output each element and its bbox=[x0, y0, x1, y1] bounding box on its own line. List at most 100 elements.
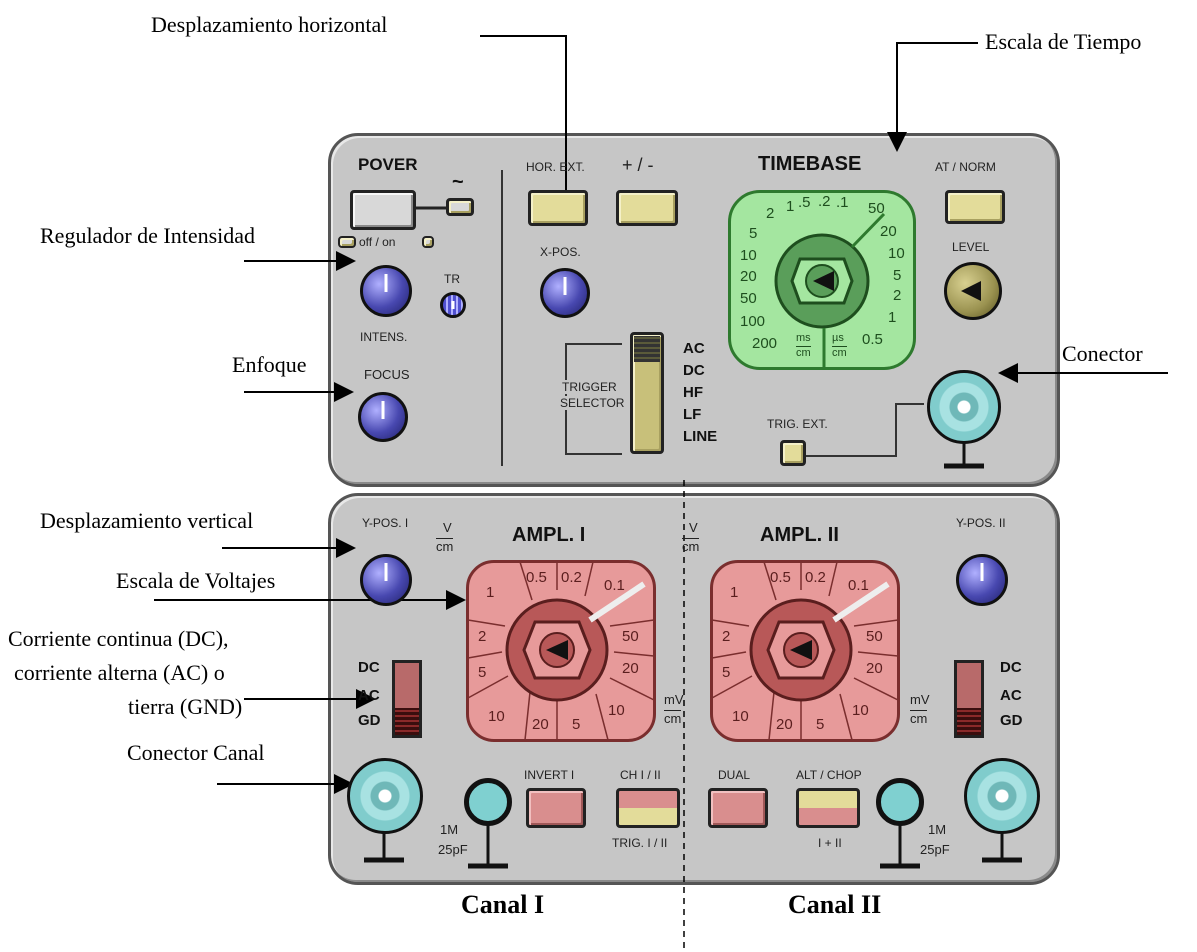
y-pos-1-knob[interactable] bbox=[360, 554, 412, 606]
us-unit-top: µs bbox=[832, 332, 844, 344]
time-left-200: 200 bbox=[752, 335, 778, 352]
annotation-channel-connector: Conector Canal bbox=[127, 740, 265, 765]
volt-1-2v: 2 bbox=[478, 628, 487, 645]
annotation-coupling-1: Corriente continua (DC), bbox=[8, 626, 229, 651]
caption-canal-2: Canal II bbox=[788, 890, 882, 919]
volt-1-1v: 1 bbox=[486, 584, 495, 601]
y-pos-2-knob[interactable] bbox=[956, 554, 1008, 606]
trigger-selector-label-1: TRIGGER bbox=[560, 380, 619, 394]
invert-button[interactable] bbox=[526, 788, 586, 828]
volt-2-1v: 1 bbox=[730, 584, 739, 601]
off-on-label: off / on bbox=[359, 235, 396, 249]
impedance-1-label-1: 1M bbox=[440, 822, 459, 837]
focus-knob[interactable] bbox=[358, 392, 408, 442]
volt-1-0-5v: 0.5 bbox=[526, 569, 547, 586]
power-label: POVER bbox=[358, 155, 418, 174]
time-top-0-5: .5 bbox=[798, 194, 811, 211]
annotation-vertical: Desplazamiento vertical bbox=[40, 508, 254, 533]
time-left-2: 2 bbox=[766, 205, 775, 222]
channel-1-connector[interactable] bbox=[347, 758, 423, 834]
volt-1-10v: 10 bbox=[488, 708, 505, 725]
impedance-2-label-2: 25pF bbox=[920, 842, 950, 857]
plus-minus-label: + / - bbox=[622, 155, 654, 175]
trigger-mode-line: LINE bbox=[683, 428, 718, 445]
volt-2-50mv: 50 bbox=[866, 628, 883, 645]
level-label: LEVEL bbox=[952, 240, 990, 254]
volt-2-2v: 2 bbox=[722, 628, 731, 645]
coupling-2-handle[interactable] bbox=[957, 708, 981, 735]
annotation-connector: Conector bbox=[1062, 341, 1143, 366]
time-right-20: 20 bbox=[880, 223, 897, 240]
mv-unit-top-1: mV bbox=[664, 692, 684, 707]
trace-rotation-knob[interactable] bbox=[440, 292, 466, 318]
trigger-selector-handle[interactable] bbox=[634, 336, 660, 362]
coupling-1-dc: DC bbox=[358, 659, 380, 676]
i-plus-ii-label: I + II bbox=[818, 836, 842, 850]
timebase-title: TIMEBASE bbox=[758, 153, 862, 175]
on-indicator bbox=[422, 236, 434, 248]
trigger-mode-ac: AC bbox=[683, 340, 705, 357]
annotation-focus: Enfoque bbox=[232, 352, 307, 377]
ground-jack-2[interactable] bbox=[876, 778, 924, 826]
volt-1-20mv: 20 bbox=[622, 660, 639, 677]
annotation-horizontal: Desplazamiento horizontal bbox=[151, 12, 388, 37]
trigger-mode-hf: HF bbox=[683, 384, 703, 401]
intensity-knob[interactable] bbox=[360, 265, 412, 317]
dual-label: DUAL bbox=[718, 768, 751, 782]
channel-2-connector[interactable] bbox=[964, 758, 1040, 834]
annotation-timescale: Escala de Tiempo bbox=[985, 29, 1142, 54]
us-unit-bottom: cm bbox=[832, 346, 847, 359]
arrow-timescale bbox=[887, 42, 978, 152]
hor-ext-button[interactable] bbox=[528, 190, 588, 226]
ms-unit-top: ms bbox=[796, 332, 811, 344]
coupling-1-handle[interactable] bbox=[395, 708, 419, 735]
impedance-1-label-2: 1M bbox=[928, 822, 947, 837]
volt-2-20v: 20 bbox=[776, 716, 793, 733]
volt-1-0-2v: 0.2 bbox=[561, 569, 582, 586]
time-top-0-2: .2 bbox=[818, 193, 831, 210]
volt-dial-1[interactable] bbox=[466, 560, 656, 742]
annotation-intensity: Regulador de Intensidad bbox=[40, 223, 256, 248]
invert-label: INVERT I bbox=[524, 768, 575, 782]
impedance-2-label-1: 25pF bbox=[438, 842, 468, 857]
power-button[interactable] bbox=[350, 190, 416, 230]
annotation-coupling-2: corriente alterna (AC) o bbox=[14, 660, 225, 685]
level-arrow-icon bbox=[961, 281, 981, 301]
alt-chop-button[interactable] bbox=[796, 788, 860, 828]
at-norm-button[interactable] bbox=[945, 190, 1005, 224]
volt-dial-2[interactable] bbox=[710, 560, 900, 742]
control-panel-bottom bbox=[328, 493, 1060, 885]
tr-label: TR bbox=[444, 272, 460, 286]
timebase-dial[interactable] bbox=[728, 190, 916, 370]
volt-1-0-1v: 0.1 bbox=[604, 577, 625, 594]
at-norm-label: AT / NORM bbox=[935, 160, 996, 174]
trigger-mode-dc: DC bbox=[683, 362, 705, 379]
mv-unit-top-2: mV bbox=[910, 692, 930, 707]
ground-jack-1[interactable] bbox=[464, 778, 512, 826]
trigger-ext-connector[interactable] bbox=[927, 370, 1001, 444]
trig-ext-button[interactable] bbox=[780, 440, 806, 466]
v-unit-top-2: V bbox=[689, 520, 698, 535]
x-pos-knob[interactable] bbox=[540, 268, 590, 318]
volt-1-10mv: 10 bbox=[608, 702, 625, 719]
alt-chop-label: ALT / CHOP bbox=[796, 768, 862, 782]
volt-2-0-2v: 0.2 bbox=[805, 569, 826, 586]
v-unit-top-1: V bbox=[443, 520, 452, 535]
dual-button[interactable] bbox=[708, 788, 768, 828]
plus-minus-button[interactable] bbox=[616, 190, 678, 226]
volt-2-10v: 10 bbox=[732, 708, 749, 725]
ch-1-2-button[interactable] bbox=[616, 788, 680, 828]
time-top-1: 1 bbox=[786, 198, 795, 215]
y-pos-1-label: Y-POS. I bbox=[362, 516, 409, 530]
volt-2-5mv: 5 bbox=[816, 716, 825, 733]
time-right-1: 1 bbox=[888, 309, 897, 326]
y-pos-2-label: Y-POS. II bbox=[956, 516, 1006, 530]
volt-1-20v: 20 bbox=[532, 716, 549, 733]
time-left-50: 50 bbox=[740, 290, 757, 307]
volt-2-0-5v: 0.5 bbox=[770, 569, 791, 586]
intens-label: INTENS. bbox=[360, 330, 408, 344]
volt-2-5v: 5 bbox=[722, 664, 731, 681]
ampl-1-title: AMPL. I bbox=[512, 524, 586, 546]
